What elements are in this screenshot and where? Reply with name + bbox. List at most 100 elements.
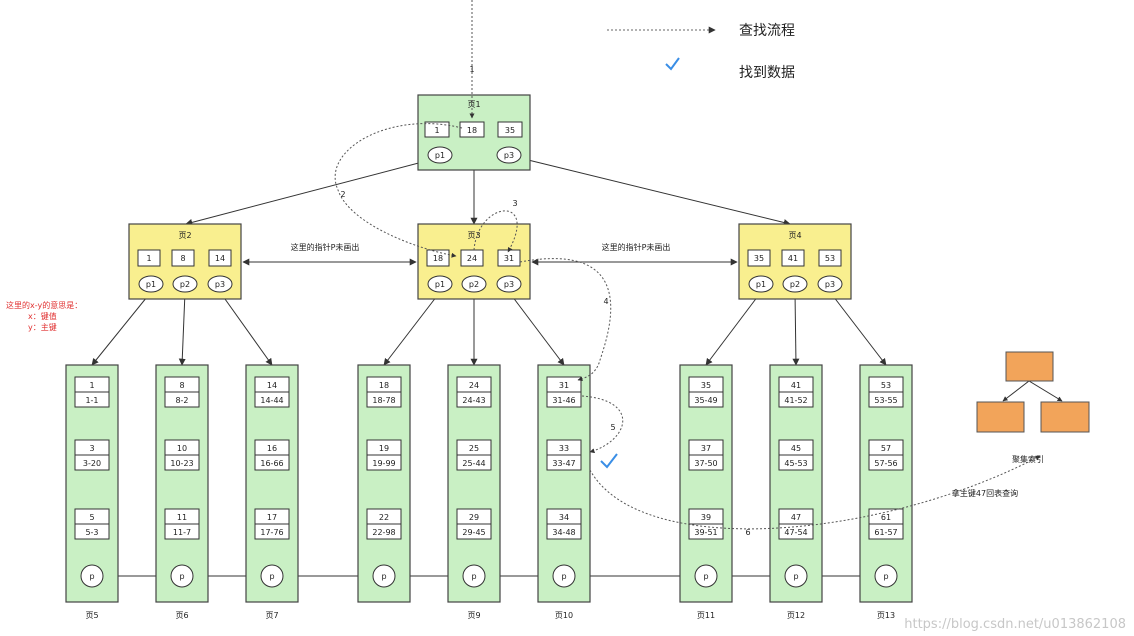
root-pointer-label: p1	[435, 151, 445, 160]
leaf-title: 页13	[877, 611, 895, 620]
key-value-note: 这里的x-y的意思是： x：键值 y：主键	[6, 300, 116, 333]
record-value: 57-56	[874, 459, 897, 468]
internal-key-box	[781, 249, 805, 267]
record-value: 31-46	[552, 396, 575, 405]
record-value-box	[688, 454, 724, 471]
internal-pointer-label: p1	[435, 280, 445, 289]
root-pointer	[496, 146, 522, 164]
record-value: 37-50	[694, 459, 717, 468]
record-key: 39	[701, 513, 711, 522]
flow-step-number: 3	[512, 199, 517, 208]
pointer-edge	[178, 291, 186, 366]
internal-key: 53	[825, 254, 835, 263]
internal-key: 8	[180, 254, 185, 263]
internal-key-box	[818, 249, 842, 267]
record-key: 24	[469, 381, 479, 390]
note-title: 这里的x-y的意思是：	[6, 301, 83, 310]
leaf-pointer-label: p	[883, 572, 888, 581]
record-value-box	[778, 391, 814, 408]
leaf-pointer	[694, 564, 718, 588]
record-key: 11	[177, 513, 187, 522]
leaf-pointer	[552, 564, 576, 588]
record-value: 11-7	[173, 528, 191, 537]
internal-key: 1	[146, 254, 151, 263]
root-key-box	[459, 121, 485, 138]
record-key: 18	[379, 381, 389, 390]
record-key: 17	[267, 513, 277, 522]
root-key: 1	[434, 126, 439, 135]
internal-pointer-label: p3	[215, 280, 225, 289]
internal-pointer-label: p2	[469, 280, 479, 289]
check-icon	[600, 453, 618, 469]
record-value-box	[688, 391, 724, 408]
record-key: 37	[701, 444, 711, 453]
leaf-pointer-label: p	[703, 572, 708, 581]
record-key: 45	[791, 444, 801, 453]
root-key-box	[497, 121, 523, 138]
internal-key-box	[137, 249, 161, 267]
root-pointer-label: p3	[504, 151, 514, 160]
internal-key: 41	[788, 254, 798, 263]
record-value-box	[778, 523, 814, 540]
record-key: 8	[179, 381, 184, 390]
root-edge-left	[185, 159, 431, 226]
leaf-pointer	[462, 564, 486, 588]
leaf-title: 页9	[467, 611, 480, 620]
index-root-box	[1005, 351, 1054, 382]
flow-step-number: 4	[603, 297, 608, 306]
record-value: 3-20	[83, 459, 101, 468]
pointer-edge	[829, 291, 887, 366]
legend-check-icon	[665, 57, 680, 71]
record-value: 10-23	[170, 459, 193, 468]
record-key: 1	[89, 381, 94, 390]
pointer-edge	[705, 291, 762, 366]
flow-step-number: 5	[610, 423, 615, 432]
internal-key: 24	[467, 254, 477, 263]
internal-key: 31	[504, 254, 514, 263]
flow-step-6	[589, 455, 1041, 530]
flow-step-number: 2	[340, 190, 345, 199]
record-value-box	[868, 523, 904, 540]
leaf-pointer-label: p	[89, 572, 94, 581]
record-value-box	[868, 454, 904, 471]
internal-pointer	[172, 275, 198, 293]
note-y: y：主键	[28, 323, 57, 332]
leaf-pointer	[260, 564, 284, 588]
leaf-pointer-label: p	[793, 572, 798, 581]
leaf-title: 页5	[85, 611, 98, 620]
record-value-box	[254, 454, 290, 471]
root-key-box	[424, 121, 450, 138]
internal-title: 页4	[788, 231, 801, 240]
record-value-box	[868, 391, 904, 408]
record-key: 25	[469, 444, 479, 453]
root-pointer	[427, 146, 453, 164]
leaf-pointer	[372, 564, 396, 588]
record-value-box	[456, 454, 492, 471]
internal-key-box	[208, 249, 232, 267]
record-value: 33-47	[552, 459, 575, 468]
record-key: 57	[881, 444, 891, 453]
record-value: 53-55	[874, 396, 897, 405]
flow-step-5	[581, 395, 624, 454]
record-value: 16-66	[260, 459, 283, 468]
record-value: 35-49	[694, 396, 717, 405]
leaf-pointer	[874, 564, 898, 588]
record-value-box	[74, 523, 110, 540]
record-value: 17-76	[260, 528, 283, 537]
internal-pointer	[138, 275, 164, 293]
root-title: 页1	[467, 100, 480, 109]
record-value: 19-99	[372, 459, 395, 468]
record-key: 29	[469, 513, 479, 522]
internal-pointer-label: p2	[790, 280, 800, 289]
record-key: 10	[177, 444, 187, 453]
record-key: 33	[559, 444, 569, 453]
leaf-pointer-label: p	[471, 572, 476, 581]
record-value-box	[74, 391, 110, 408]
flow-step-3	[473, 210, 518, 253]
internal-pointer	[817, 275, 843, 293]
leaf-pointer-label: p	[381, 572, 386, 581]
index-right-box	[1040, 401, 1090, 433]
